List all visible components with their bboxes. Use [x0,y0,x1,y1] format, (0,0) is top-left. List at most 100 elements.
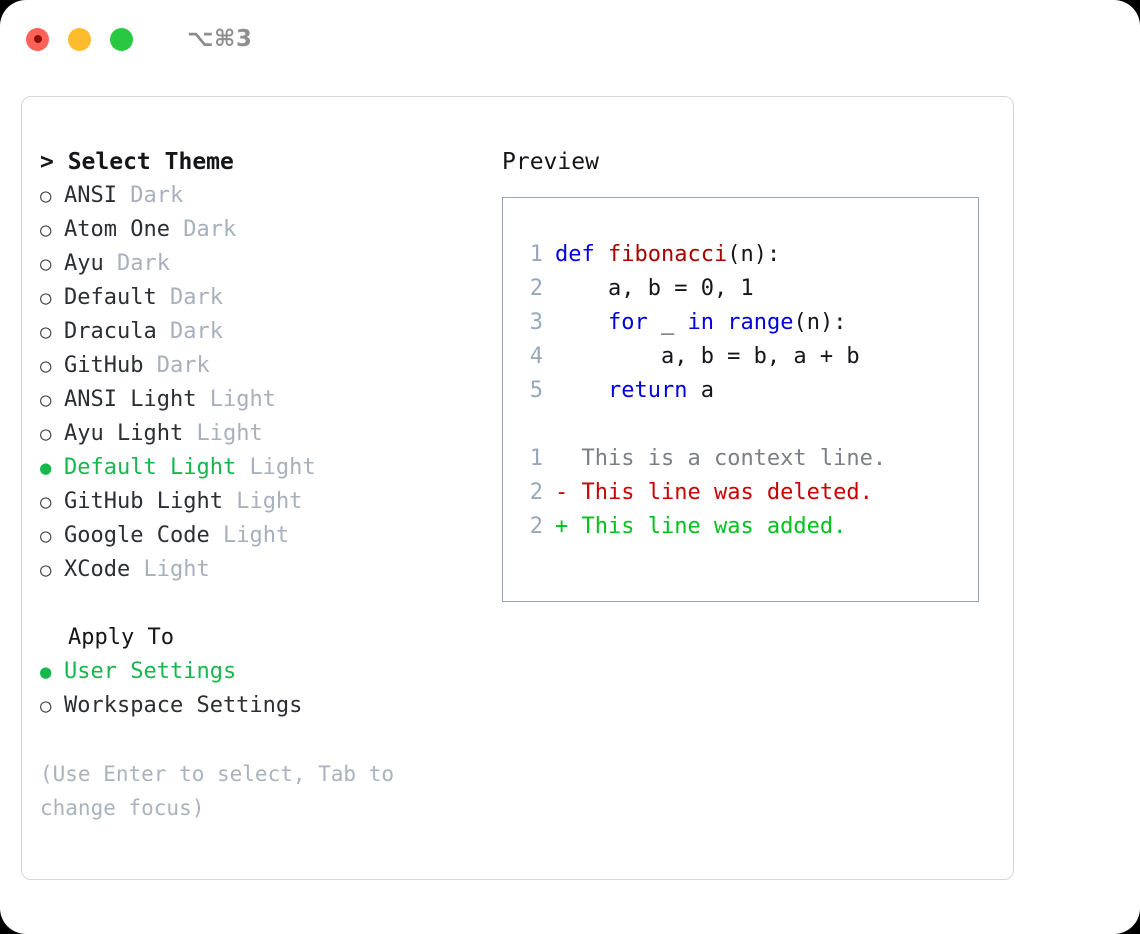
radio-unselected-icon: ○ [40,287,52,309]
label-spacer [236,451,249,485]
apply-to-option-label: User Settings [64,659,237,684]
label-spacer [130,553,143,587]
label-spacer [157,281,170,315]
preview-heading: Preview [502,149,599,175]
code-token-kw: for [607,310,661,335]
theme-option-tag: Light [196,421,263,446]
code-token-kw: return [607,378,701,403]
window-controls [26,27,133,51]
code-line-text: def fibonacci(n): [555,238,780,272]
code-line: 4 a, b = b, a + b [521,340,978,374]
theme-option-tag: Light [236,489,303,514]
diff-line-text: This line was added. [581,514,847,539]
diff-line-ctx: 1 This is a context line. [521,442,978,476]
radio-unselected-icon: ○ [40,423,52,445]
minimize-button[interactable] [68,27,91,51]
line-number: 2 [529,480,543,505]
apply-to-option-user-settings[interactable]: ● User Settings [40,655,502,689]
keyboard-hint-text: (Use Enter to select, Tab to change focu… [40,762,407,820]
apply-to-option-workspace-settings[interactable]: ○Workspace Settings [40,689,502,723]
theme-option-tag: Dark [130,183,184,208]
label-spacer [210,519,223,553]
theme-option-default[interactable]: ○Default Dark [40,281,502,315]
code-line-text: for _ in range(n): [555,306,846,340]
select-theme-heading: > Select Theme [40,149,234,175]
label-spacer [117,179,130,213]
code-token-plain: a [700,378,714,403]
theme-option-label: ANSI Light [64,387,197,412]
code-token-kw: range [727,310,794,335]
diff-marker: + [555,514,582,539]
line-number: 4 [529,344,543,369]
label-spacer [196,383,209,417]
radio-unselected-icon: ○ [40,321,52,343]
code-token-plain [555,310,608,335]
theme-option-label: XCode [64,557,131,582]
theme-option-tag: Dark [169,319,223,344]
label-spacer [157,315,170,349]
radio-unselected-icon: ○ [40,185,52,207]
line-number: 3 [529,310,543,335]
theme-option-atom-one[interactable]: ○Atom One Dark [40,213,502,247]
diff-marker: - [555,480,582,505]
code-line: 2 a, b = 0, 1 [521,272,978,306]
line-number: 1 [529,446,543,471]
label-spacer [104,247,117,281]
theme-option-label: GitHub Light [64,489,223,514]
radio-unselected-icon: ○ [40,491,52,513]
code-token-kw: in [687,310,728,335]
diff-line-text: This line was deleted. [581,480,873,505]
code-token-plain: a, b = 0, 1 [555,276,754,301]
theme-option-label: Ayu [64,251,104,276]
theme-option-tag: Light [143,557,210,582]
code-token-plain: a, b = b, a + b [555,344,860,369]
close-button[interactable] [26,27,49,51]
diff-marker [555,442,582,476]
theme-option-tag: Dark [169,285,223,310]
theme-option-ansi[interactable]: ○ANSI Dark [40,179,502,213]
radio-unselected-icon: ○ [40,253,52,275]
theme-option-tag: Light [222,523,290,548]
theme-option-label: Google Code [64,523,210,548]
apply-to-list: ● User Settings ○Workspace Settings [40,655,502,723]
theme-option-ayu[interactable]: ○ Ayu Dark [40,247,502,281]
theme-option-github[interactable]: ○GitHub Dark [40,349,502,383]
theme-option-label: Ayu Light [64,421,184,446]
code-token-fn: fibonacci [607,242,728,267]
code-line: 5 return a [521,374,978,408]
line-number: 5 [529,378,543,403]
code-token-plain: (n): [793,310,847,335]
radio-selected-icon: ● [40,457,52,479]
maximize-button[interactable] [110,27,133,51]
title-bar: ⌥⌘3 [0,0,1140,78]
theme-option-google-code[interactable]: ○Google Code Light [40,519,502,553]
radio-selected-icon: ● [40,661,52,683]
theme-option-ansi-light[interactable]: ○ANSI Light Light [40,383,502,417]
code-line: 3 for _ in range(n): [521,306,978,340]
keyboard-shortcut-label: ⌥⌘3 [187,26,253,52]
theme-option-xcode[interactable]: ○ XCode Light [40,553,502,587]
code-token-plain: _ [660,310,688,335]
label-spacer [223,485,236,519]
section-spacer [40,587,502,621]
code-line-text: a, b = 0, 1 [555,272,754,306]
diff-line-add: 2 + This line was added. [521,510,978,544]
theme-option-dracula[interactable]: ○ Dracula Dark [40,315,502,349]
code-line-text: return a [555,374,714,408]
line-number: 2 [529,514,543,539]
theme-option-github-light[interactable]: ○ GitHub Light Light [40,485,502,519]
main-panel: > Select Theme ○ANSI Dark○Atom One Dark○… [21,96,1014,880]
theme-option-tag: Dark [156,353,210,378]
radio-unselected-icon: ○ [40,389,52,411]
theme-option-tag: Dark [117,251,170,276]
radio-unselected-icon: ○ [40,559,52,581]
theme-option-ayu-light[interactable]: ○ Ayu Light Light [40,417,502,451]
theme-option-default-light[interactable]: ●Default Light Light [40,451,502,485]
close-icon [33,35,42,43]
theme-selection-column: > Select Theme ○ANSI Dark○Atom One Dark○… [22,97,502,879]
theme-option-label: Dracula [64,319,157,344]
